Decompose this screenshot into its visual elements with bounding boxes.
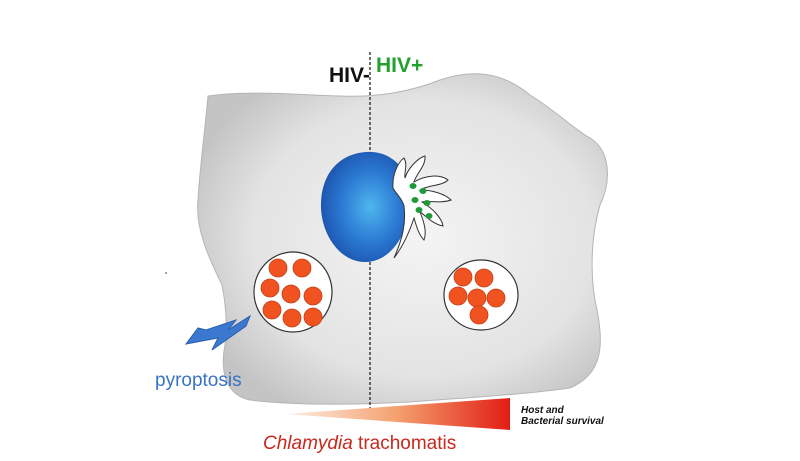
green-vesicles: [409, 183, 433, 219]
bacterium: [453, 267, 473, 287]
vesicle: [419, 188, 427, 194]
hiv-positive-label: HIV+: [376, 54, 424, 77]
pyroptosis-label: pyroptosis: [155, 370, 242, 391]
bacterium: [268, 258, 288, 278]
bacterium: [303, 286, 323, 306]
survival-label-line2: Bacterial survival: [521, 416, 604, 427]
vesicle: [415, 207, 423, 213]
vesicle: [411, 197, 419, 203]
nucleus: [320, 151, 411, 262]
survival-label: Host and Bacterial survival: [521, 405, 604, 427]
lightning-bolt-icon: [184, 314, 252, 351]
bacterium: [292, 258, 312, 278]
inclusion-right: [443, 259, 519, 331]
bacterium: [486, 288, 506, 308]
pathogen-genus: Chlamydia: [263, 433, 353, 454]
bacterium: [281, 284, 301, 304]
bacterium: [448, 286, 468, 306]
inclusion-left: [253, 251, 333, 333]
bacterium: [282, 308, 302, 328]
bacterium: [303, 307, 323, 327]
speck: [165, 272, 167, 274]
vesicle: [423, 200, 431, 206]
hiv-negative-label: HIV-: [329, 64, 370, 87]
vesicle: [409, 183, 417, 189]
bacterium: [469, 305, 489, 325]
bacterium: [260, 278, 280, 298]
survival-gradient: [285, 398, 510, 430]
golgi-organelle: [392, 155, 452, 259]
bacterium: [474, 268, 494, 288]
vesicle: [425, 213, 433, 219]
pathogen-species: trachomatis: [358, 433, 457, 454]
bacterium: [467, 288, 487, 308]
pathogen-label: Chlamydia trachomatis: [263, 433, 456, 455]
survival-label-line1: Host and: [521, 405, 564, 416]
bacterium: [262, 300, 282, 320]
